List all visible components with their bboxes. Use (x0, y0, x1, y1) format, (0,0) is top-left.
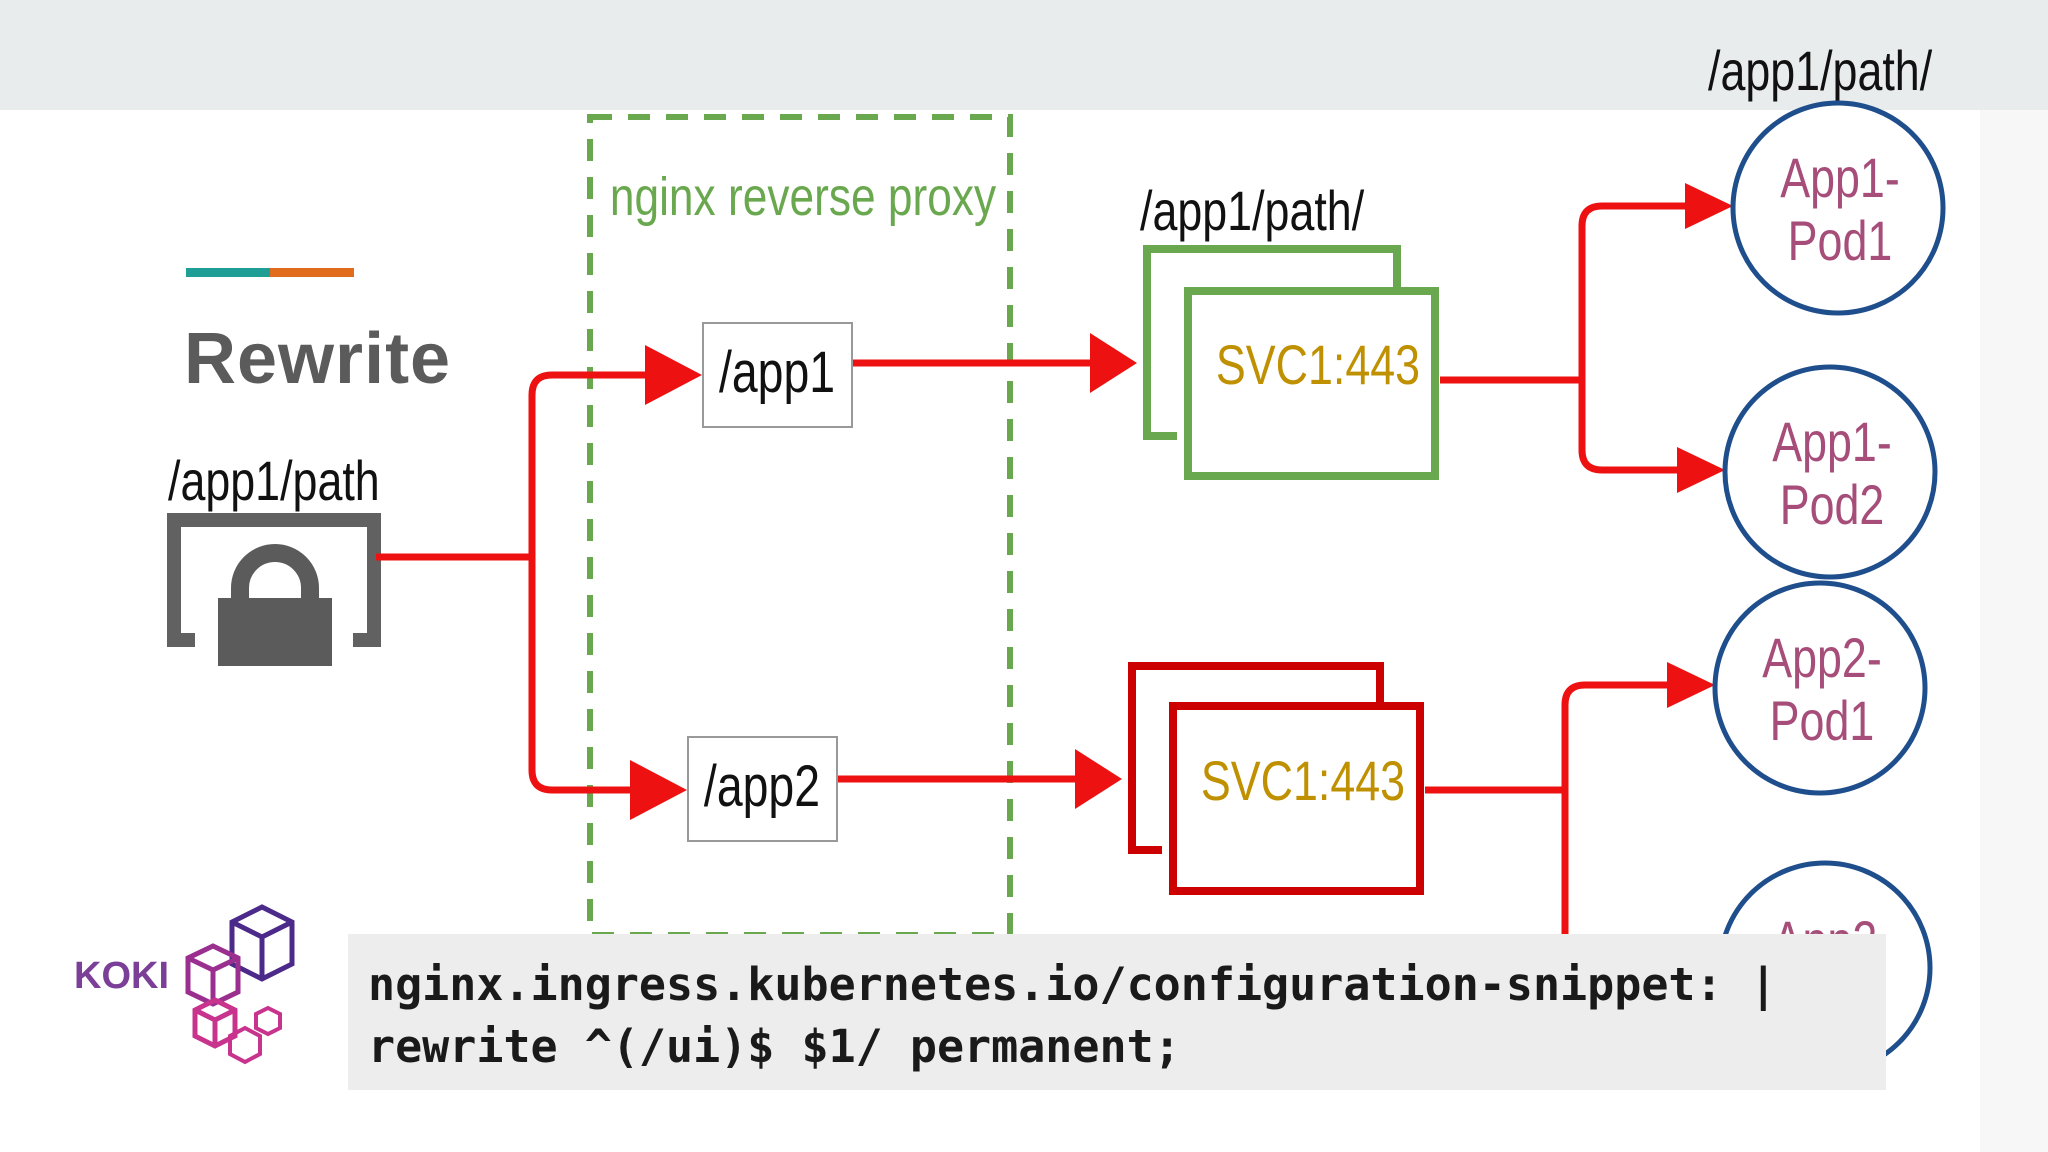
arrowhead-svc1 (1090, 333, 1137, 393)
cube-small-icon (192, 997, 238, 1049)
pod-app1-pod2-line2: Pod2 (1780, 473, 1885, 536)
cube-tiny-icon (228, 1005, 282, 1065)
route-app2-label: /app2 (704, 754, 820, 819)
pod-path-label: /app1/path/ (1708, 39, 1933, 102)
arrowhead-pod1 (1685, 183, 1733, 229)
route-app1-label: /app1 (719, 340, 835, 405)
arrowhead-pod2 (1677, 447, 1725, 493)
pod-app2-pod1-line1: App2- (1762, 626, 1882, 689)
side-band (1980, 110, 2048, 1152)
pod-app2-pod1: App2- Pod1 (1712, 580, 1928, 796)
title-rule-orange (270, 268, 354, 277)
service-1-label: SVC1:443 (1216, 333, 1420, 396)
arrowhead-pod3 (1667, 662, 1715, 708)
slide-title: Rewrite (184, 319, 452, 399)
cube-medium-icon (185, 943, 241, 1007)
service-1-path-label: /app1/path/ (1140, 179, 1365, 242)
branch-app2 (528, 557, 650, 794)
title-rule-teal (186, 268, 270, 277)
koki-logo-cubes (185, 904, 295, 1065)
pod-app1-pod2: App1- Pod2 (1722, 364, 1938, 580)
lock-icon (167, 513, 381, 666)
pod-app1-pod1: App1- Pod1 (1730, 100, 1946, 316)
service-2-label: SVC1:443 (1201, 749, 1405, 812)
route-app1: /app1 (702, 322, 853, 428)
proxy-label: nginx reverse proxy (610, 167, 997, 227)
arrowhead-app2 (630, 760, 687, 820)
svc1-pod1 (1578, 202, 1690, 380)
pod-app2-pod1-line2: Pod1 (1770, 689, 1875, 752)
pod-app1-pod1-line2: Pod1 (1788, 209, 1893, 272)
code-line-2: rewrite ^(/ui)$ $1/ permanent; (368, 1020, 1181, 1073)
arrowhead-svc2 (1075, 749, 1122, 809)
client-path-label: /app1/path (168, 449, 380, 512)
client: /app1/path (167, 449, 381, 666)
service-1: /app1/path/ SVC1:443 (1140, 179, 1439, 480)
code-snippet: nginx.ingress.kubernetes.io/configuratio… (348, 934, 1886, 1090)
pod-app1-pod1-line1: App1- (1780, 146, 1900, 209)
service-2: SVC1:443 (1128, 662, 1424, 895)
pod-app1-pod2-line1: App1- (1772, 410, 1892, 473)
top-band (0, 0, 2048, 110)
route-app2: /app2 (687, 736, 838, 842)
arrowhead-app1 (645, 345, 702, 405)
connectors (376, 202, 1690, 935)
branch-app1 (528, 371, 650, 557)
arrowheads (630, 183, 1733, 820)
svc1-pod2 (1578, 380, 1682, 474)
cube-large-icon (229, 904, 295, 982)
svc2-pod1 (1561, 681, 1672, 790)
code-line-1: nginx.ingress.kubernetes.io/configuratio… (368, 958, 1777, 1011)
koki-logo-text: KOKI (74, 955, 169, 997)
